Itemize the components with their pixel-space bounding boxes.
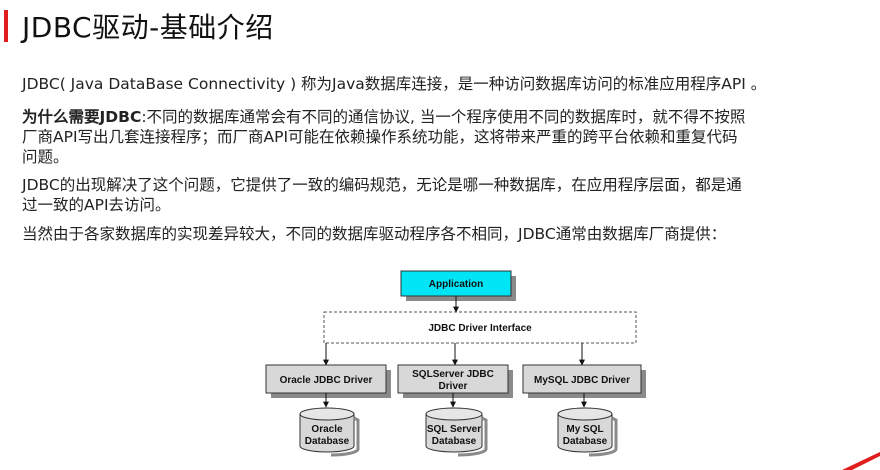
sqlserver-database-label-line2: Database [432,436,477,447]
application-box [400,270,512,297]
sqlserver-database-cylinder [425,407,488,457]
why-jdbc-heading: 为什么需要JDBC [22,108,142,126]
driver-interface-box [323,311,637,344]
oracle-driver-box [265,364,387,394]
sqlserver-driver-label-line2: Driver [439,381,468,392]
oracle-database-cylinder [299,407,360,457]
why-jdbc-text: :不同的数据库通常会有不同的通信协议, 当一个程序使用不同的数据库时，就不得不按… [141,108,746,126]
page-title: JDBC驱动-基础介绍 [22,11,274,44]
title-accent-bar [4,10,8,42]
application-label: Application [429,279,483,290]
sqlserver-database-label-line1: SQL Server [427,424,481,435]
oracle-driver-label: Oracle JDBC Driver [280,375,373,386]
sqlserver-driver-label-line1: SQLServer JDBC [412,369,494,380]
paragraph-solution-line2: 过一致的API去访问。 [22,196,171,214]
paragraph-vendor: 当然由于各家数据库的实现差异较大，不同的数据库驱动程序各不相同，JDBC通常由数… [22,225,727,243]
paragraph-solution-line1: JDBC的出现解决了这个问题，它提供了一致的编码规范，无论是哪一种数据库，在应用… [22,176,742,194]
oracle-database-label-line1: Oracle [311,424,343,435]
mysql-driver-label: MySQL JDBC Driver [534,375,630,386]
mysql-database-label-line1: My SQL [566,424,603,435]
paragraph-definition: JDBC( Java DataBase Connectivity ) 称为Jav… [22,75,767,93]
paragraph-why-line1: 为什么需要JDBC:不同的数据库通常会有不同的通信协议, 当一个程序使用不同的数… [22,107,745,127]
oracle-database-label-line2: Database [305,436,350,447]
paragraph-why-line2: 厂商API写出几套连接程序；而厂商API可能在依赖操作系统功能，这将带来严重的跨… [22,128,738,146]
mysql-database-cylinder [557,407,618,457]
driver-interface-label: JDBC Driver Interface [428,323,532,334]
mysql-database-label-line2: Database [563,436,608,447]
sqlserver-driver-box [397,364,509,394]
corner-decoration [842,452,880,470]
paragraph-why-line3: 问题。 [22,148,69,166]
mysql-driver-box [522,364,642,394]
